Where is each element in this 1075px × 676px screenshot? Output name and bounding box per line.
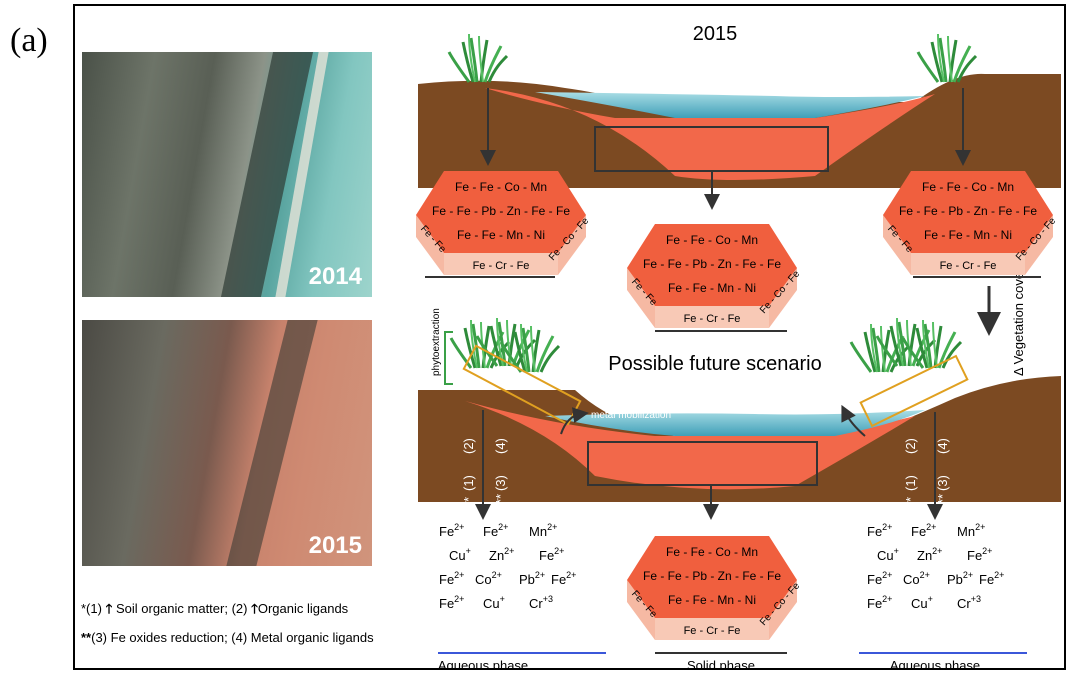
legend-line-1: *(1) 🡑 Soil organic matter; (2) 🡑Organic… <box>81 601 349 616</box>
diagram: 2015 phytoextraction Δ Vegetation cover … <box>416 23 1061 670</box>
metal-mobilization-label: metal mobilization <box>591 410 671 421</box>
hex-row-2: Fe - Fe - Pb - Zn - Fe - Fe <box>643 257 781 271</box>
process-4-right: (4) <box>935 438 950 454</box>
water-bottom <box>545 410 925 436</box>
sediment-top <box>485 88 935 180</box>
ion-label: Fe2+ <box>539 546 564 563</box>
ion-label: Fe2+ <box>439 594 464 611</box>
hex-edge-bottom: Fe - Cr - Fe <box>684 625 741 637</box>
bottom-scene: phytoextraction Δ Vegetation cover metal… <box>418 267 1061 520</box>
ion-label: Pb2+ <box>519 570 545 587</box>
ion-label: Co2+ <box>475 570 502 587</box>
ion-label: Co2+ <box>903 570 930 587</box>
hex-row-1: Fe - Fe - Co - Mn <box>666 233 758 247</box>
ion-label: Zn2+ <box>917 546 942 563</box>
hex-row-3: Fe - Fe - Mn - Ni <box>668 593 756 607</box>
ion-label: Fe2+ <box>551 570 576 587</box>
hex-row-3: Fe - Fe - Mn - Ni <box>668 281 756 295</box>
top-title: 2015 <box>693 23 738 45</box>
panel-label: (a) <box>10 22 48 59</box>
hexagon-top-right: Fe - Fe - Co - Mn Fe - Fe - Pb - Zn - Fe … <box>883 171 1059 275</box>
ion-label: Cu+ <box>877 546 899 563</box>
hex-edge-bottom: Fe - Cr - Fe <box>684 313 741 325</box>
photo-year-2014: 2014 <box>308 263 362 290</box>
ion-label: Fe2+ <box>867 570 892 587</box>
ion-label: Cu+ <box>911 594 933 611</box>
ion-label: Mn2+ <box>957 522 985 539</box>
process-3-right: (3) <box>935 475 950 491</box>
ion-list-right: Fe2+ Fe2+ Mn2+ Cu+ Zn2+ Fe2+ Fe2+ Co2+ Pb2+ Fe2+ F… <box>867 522 1004 611</box>
process-3-left: (3) <box>493 475 508 491</box>
hex-row-2: Fe - Fe - Pb - Zn - Fe - Fe <box>432 204 570 218</box>
ion-label: Fe2+ <box>483 522 508 539</box>
process-4-left: (4) <box>493 438 508 454</box>
water-top <box>535 92 925 118</box>
ion-label: Cr+3 <box>529 594 553 611</box>
hex-row-1: Fe - Fe - Co - Mn <box>922 180 1014 194</box>
ion-label: Fe2+ <box>439 522 464 539</box>
process-2-right: (2) <box>903 438 918 454</box>
hex-row-2: Fe - Fe - Pb - Zn - Fe - Fe <box>899 204 1037 218</box>
ion-label: Fe2+ <box>979 570 1004 587</box>
hex-row-3: Fe - Fe - Mn - Ni <box>457 228 545 242</box>
top-scene: 2015 <box>418 23 1061 210</box>
process-2-left: (2) <box>461 438 476 454</box>
phytoextraction-label: phytoextraction <box>431 308 442 376</box>
ion-label: Mn2+ <box>529 522 557 539</box>
highlight-box-bottom <box>587 441 818 486</box>
star-right-2: ** <box>935 494 950 504</box>
rhizosphere-box-right <box>859 354 969 428</box>
satellite-photo-2015: 2015 <box>82 320 372 566</box>
ion-label: Fe2+ <box>867 594 892 611</box>
figure-frame: 2014 2015 *(1) 🡑 Soil organic matter; (2… <box>73 4 1066 670</box>
hex-row-2: Fe - Fe - Pb - Zn - Fe - Fe <box>643 569 781 583</box>
hexagon-bottom-center: Fe - Fe - Co - Mn Fe - Fe - Pb - Zn - Fe … <box>627 536 803 640</box>
up-arrow-icon: 🡑 <box>251 601 258 616</box>
process-1-right: (1) <box>903 475 918 491</box>
ion-label: Pb2+ <box>947 570 973 587</box>
ion-label: Fe2+ <box>967 546 992 563</box>
legend-line-2: **(3) Fe oxides reduction; (4) Metal org… <box>81 630 374 645</box>
ion-label: Fe2+ <box>867 522 892 539</box>
phase-label-aqueous-left: Aqueous phase <box>438 658 528 670</box>
hex-row-3: Fe - Fe - Mn - Ni <box>924 228 1012 242</box>
hexagon-top-left: Fe - Fe - Co - Mn Fe - Fe - Pb - Zn - Fe … <box>416 171 592 275</box>
star-left-2: ** <box>493 494 508 504</box>
vegetation-cover-label: Δ Vegetation cover <box>1011 267 1026 376</box>
sediment-bottom <box>465 401 915 490</box>
hex-row-1: Fe - Fe - Co - Mn <box>666 545 758 559</box>
satellite-photo-2014: 2014 <box>82 52 372 297</box>
hex-edge-bottom: Fe - Cr - Fe <box>940 260 997 272</box>
process-1-left: (1) <box>461 475 476 491</box>
hex-edge-bottom: Fe - Cr - Fe <box>473 260 530 272</box>
ion-label: Zn2+ <box>489 546 514 563</box>
up-arrow-icon: 🡑 <box>105 601 113 616</box>
hex-row-1: Fe - Fe - Co - Mn <box>455 180 547 194</box>
ion-label: Fe2+ <box>439 570 464 587</box>
star-left-1: * <box>461 497 476 502</box>
ion-label: Cr+3 <box>957 594 981 611</box>
phase-label-solid: Solid phase <box>687 658 755 670</box>
ion-label: Cu+ <box>483 594 505 611</box>
star-right-1: * <box>903 497 918 502</box>
hexagon-top-center: Fe - Fe - Co - Mn Fe - Fe - Pb - Zn - Fe … <box>627 224 803 328</box>
ion-label: Fe2+ <box>911 522 936 539</box>
phase-label-aqueous-right: Aqueous phase <box>890 658 980 670</box>
photo-year-2015: 2015 <box>308 532 362 559</box>
future-title: Possible future scenario <box>608 353 821 375</box>
ion-label: Cu+ <box>449 546 471 563</box>
ion-list-left: Fe2+ Fe2+ Mn2+ Cu+ Zn2+ Fe2+ Fe2+ Co2+ Pb2+ Fe2+ F… <box>439 522 576 611</box>
